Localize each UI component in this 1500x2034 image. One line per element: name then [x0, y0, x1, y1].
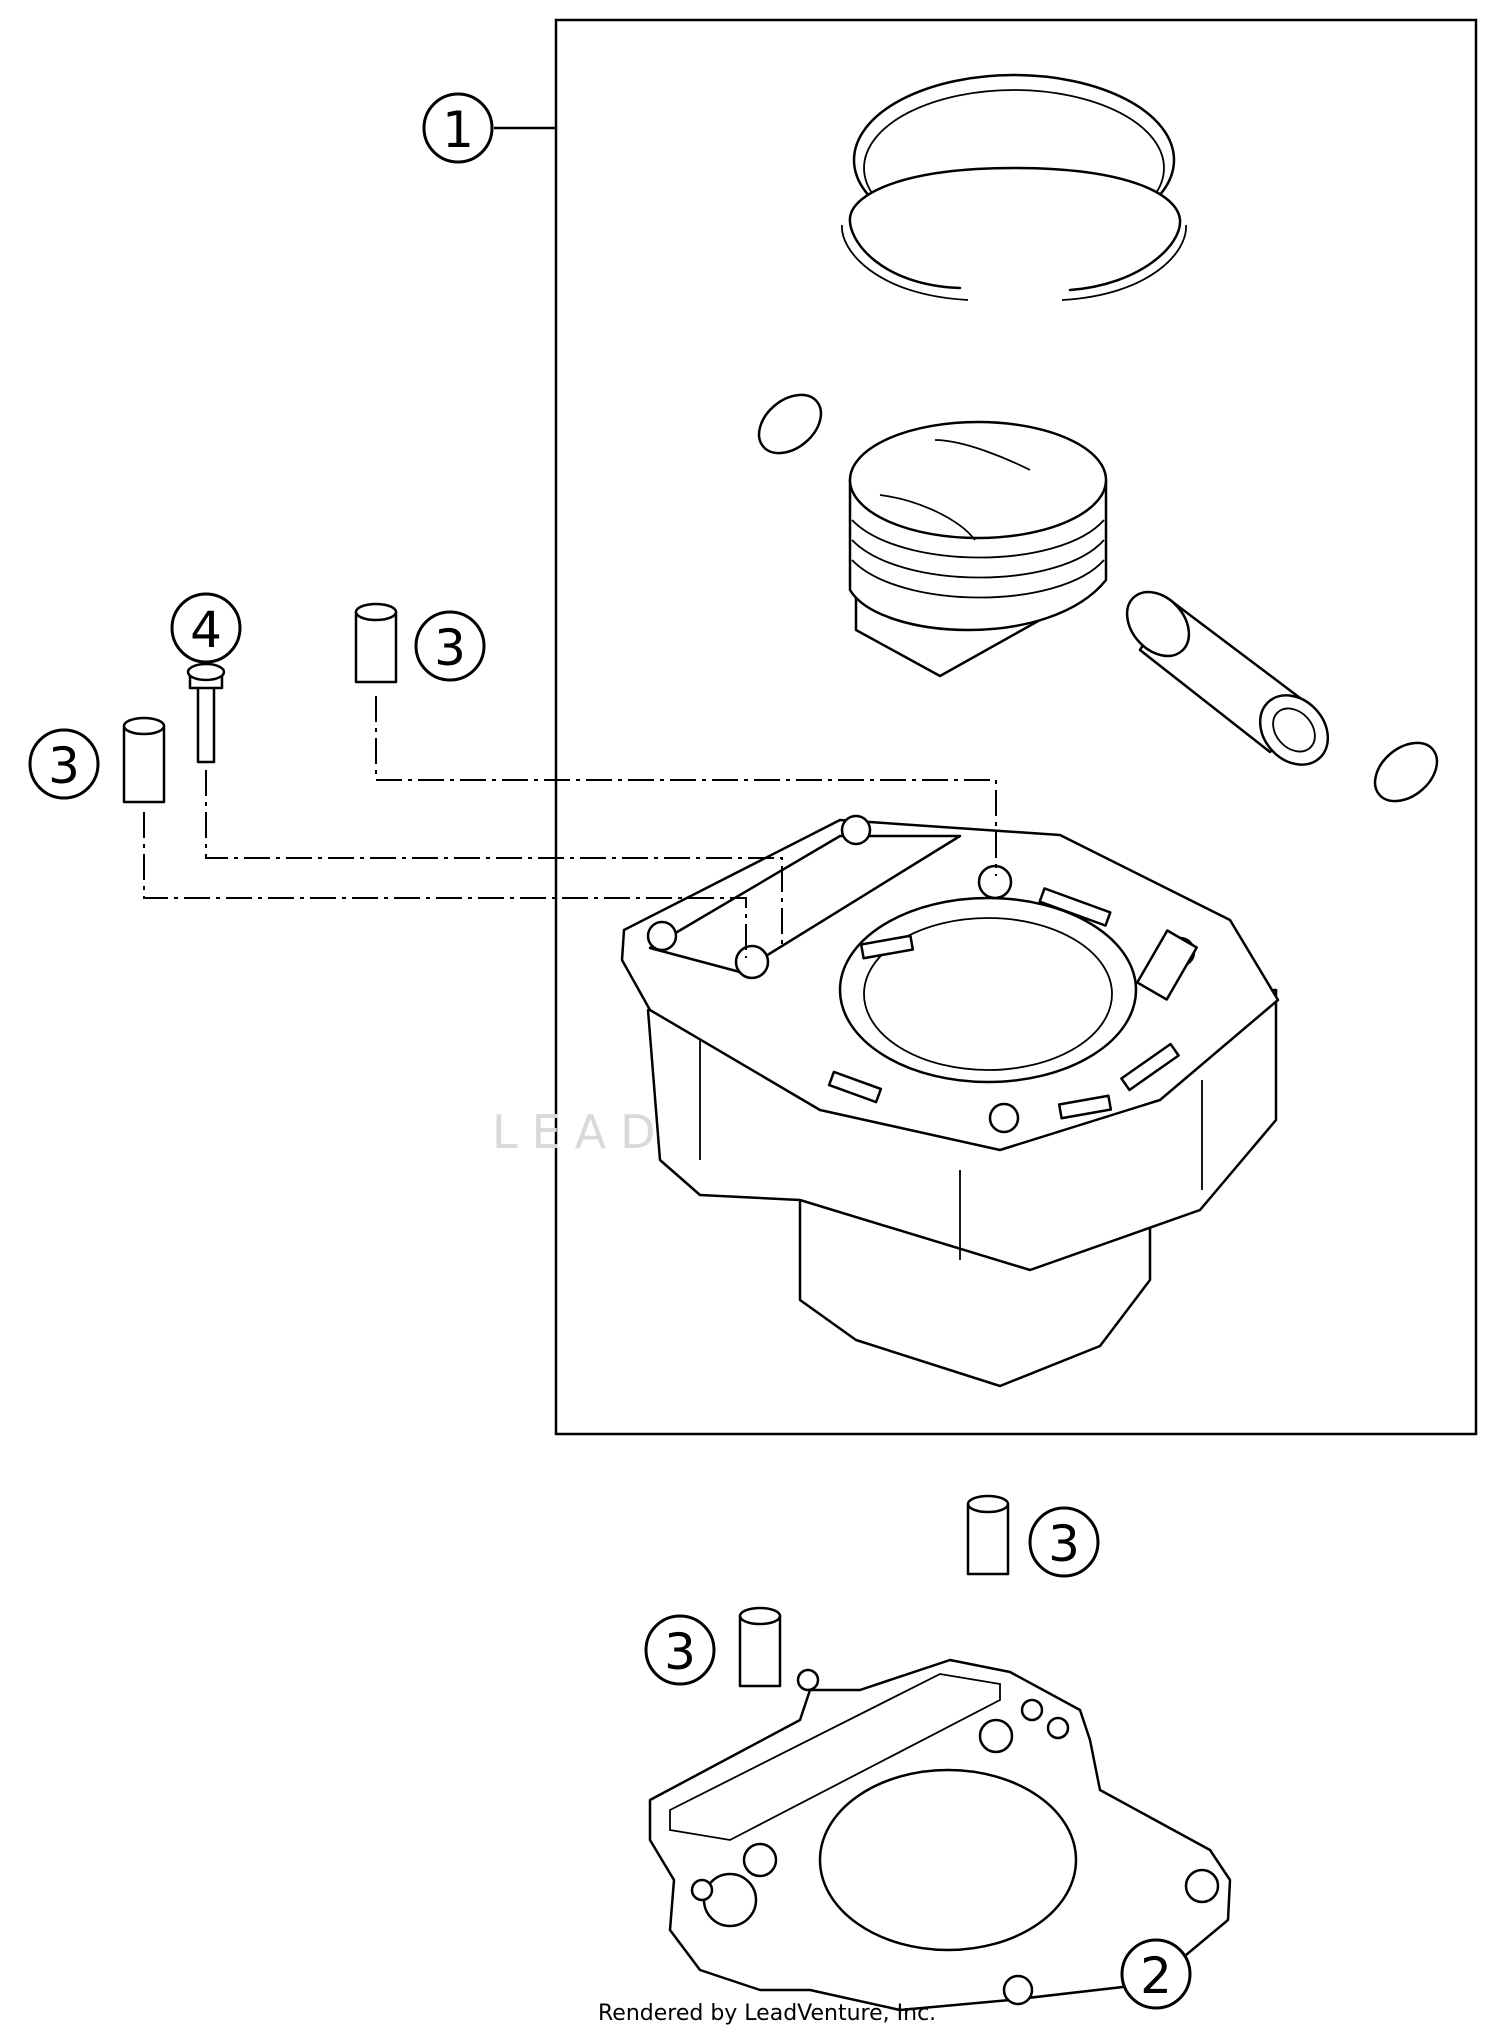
- circlip-right: [1373, 741, 1439, 803]
- leader-bolt: [205, 770, 783, 950]
- callout-1: 1: [422, 92, 494, 164]
- piston: [848, 420, 1108, 678]
- dowel-sleeve-lower-right: [966, 1494, 1010, 1576]
- kit-group-box: [554, 18, 1478, 1436]
- footer-credit: Rendered by LeadVenture, Inc.: [598, 2001, 936, 2026]
- svg-text:3: 3: [664, 1623, 696, 1681]
- callout-4: 4: [170, 592, 242, 664]
- dowel-sleeve-lower-left: [738, 1606, 782, 1688]
- cylinder-gasket: [648, 1658, 1232, 2012]
- callout-3-top: 3: [414, 610, 486, 682]
- callout-2: 2: [1120, 1938, 1192, 2010]
- circlip-left: [757, 393, 823, 455]
- piston-pin: [1125, 590, 1330, 766]
- dowel-sleeve-top: [354, 602, 398, 684]
- svg-text:1: 1: [442, 101, 474, 159]
- callout-3-lower-left: 3: [644, 1614, 716, 1686]
- callout-3-left: 3: [28, 728, 100, 800]
- cylinder: [620, 814, 1280, 1388]
- bolt: [186, 662, 226, 764]
- dowel-sleeve-left: [122, 716, 166, 804]
- svg-text:3: 3: [434, 619, 466, 677]
- svg-text:3: 3: [1048, 1515, 1080, 1573]
- leader-dowel-left: [143, 812, 747, 958]
- svg-text:2: 2: [1140, 1947, 1172, 2005]
- piston-ring-second: [841, 166, 1187, 301]
- callout-3-lower-right: 3: [1028, 1506, 1100, 1578]
- svg-text:4: 4: [190, 601, 222, 659]
- leader-dowel-top: [375, 696, 997, 876]
- svg-text:3: 3: [48, 737, 80, 795]
